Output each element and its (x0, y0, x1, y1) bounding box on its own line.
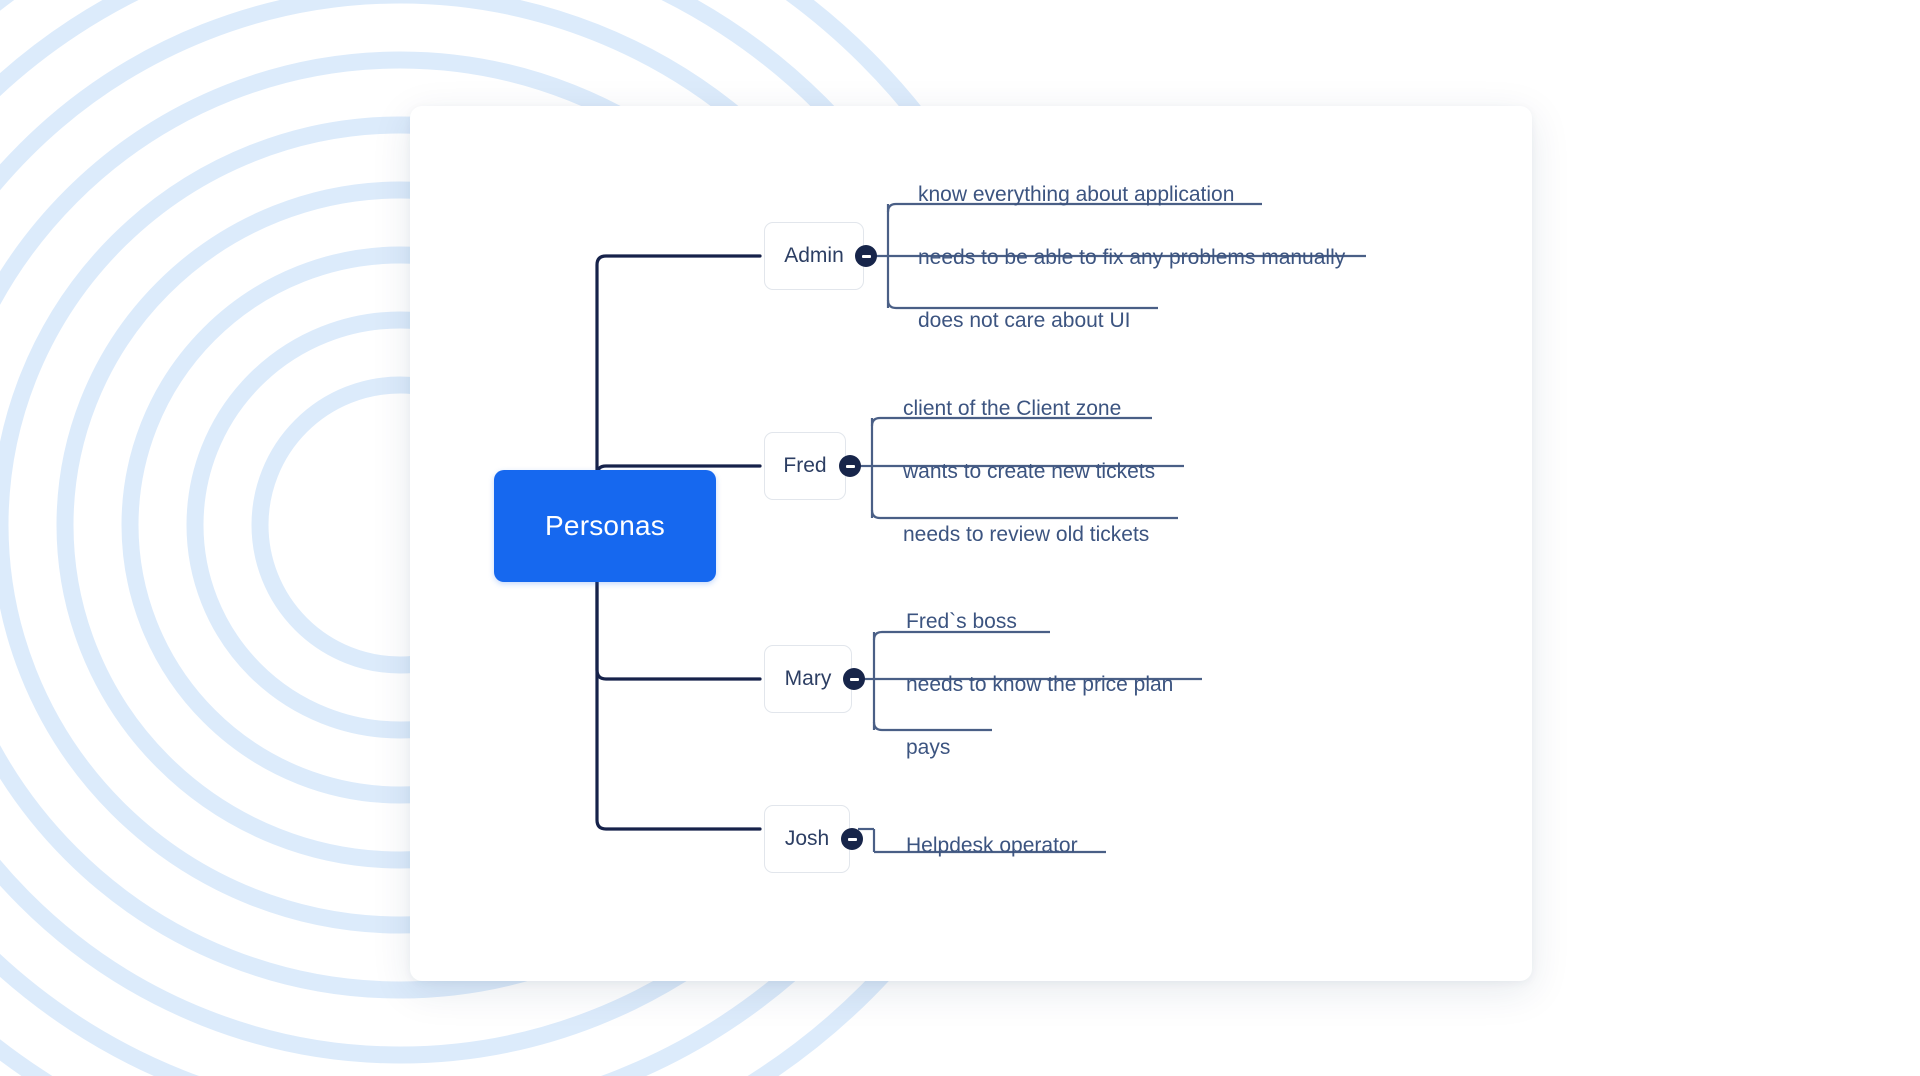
minus-circle-icon-admin[interactable] (855, 245, 877, 267)
leaf-label[interactable]: know everything about application (918, 183, 1235, 206)
minus-circle-icon-josh[interactable] (841, 828, 863, 850)
root-node-personas[interactable]: Personas (494, 470, 716, 582)
minus-glyph (849, 677, 859, 681)
leaf-label[interactable]: does not care about UI (918, 309, 1131, 332)
leaf-label[interactable]: needs to know the price plan (906, 673, 1174, 696)
leaf-label[interactable]: client of the Client zone (903, 397, 1122, 420)
branch-node-admin[interactable]: Admin (764, 222, 864, 290)
branch-node-label: Mary (784, 667, 832, 690)
branch-node-label: Admin (784, 244, 844, 267)
minus-glyph (845, 464, 855, 468)
leaf-label[interactable]: needs to review old tickets (903, 523, 1150, 546)
minus-circle-icon-fred[interactable] (839, 455, 861, 477)
branch-node-fred[interactable]: Fred (764, 432, 846, 500)
minus-glyph (847, 837, 857, 841)
branch-node-josh[interactable]: Josh (764, 805, 850, 873)
branch-node-label: Josh (784, 827, 830, 850)
branch-node-mary[interactable]: Mary (764, 645, 852, 713)
minus-glyph (861, 254, 871, 258)
leaf-label[interactable]: pays (906, 736, 951, 759)
leaf-label[interactable]: needs to be able to fix any problems man… (918, 246, 1346, 269)
leaf-label[interactable]: Fred`s boss (906, 610, 1017, 633)
leaf-label[interactable]: Helpdesk operator (906, 834, 1078, 857)
leaf-label[interactable]: wants to create new tickets (903, 460, 1156, 483)
branch-node-label: Fred (783, 454, 827, 477)
minus-circle-icon-mary[interactable] (843, 668, 865, 690)
root-node-label: Personas (545, 510, 665, 541)
